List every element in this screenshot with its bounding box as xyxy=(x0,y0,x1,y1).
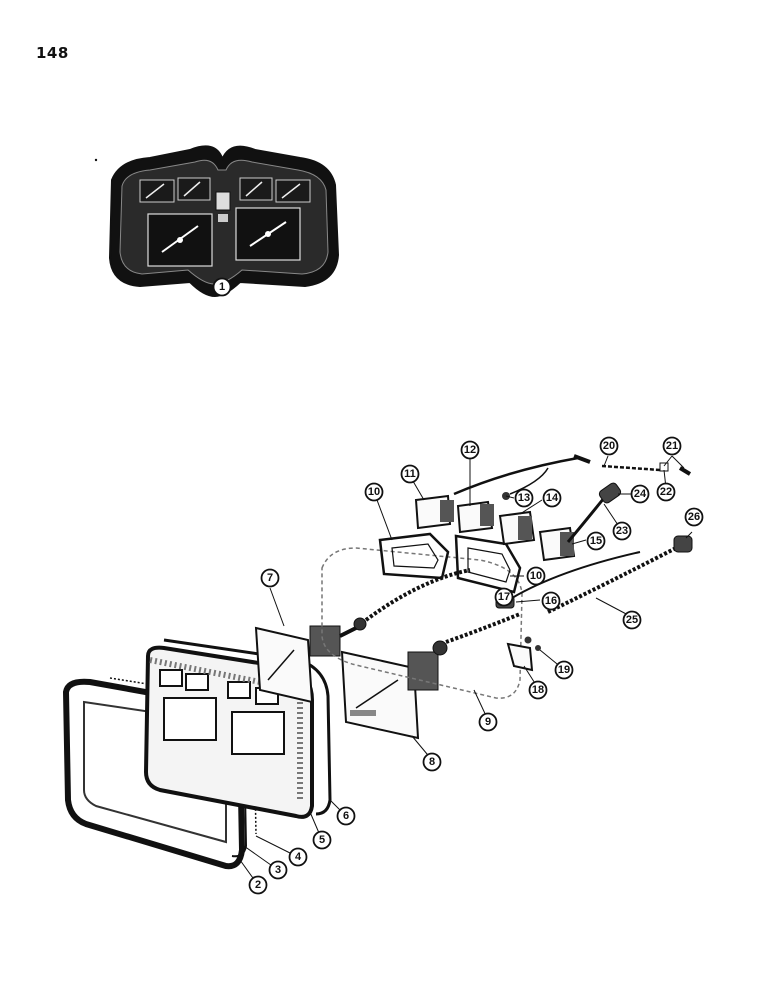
callout-9: 9 xyxy=(478,712,498,732)
callout-24: 24 xyxy=(630,484,650,504)
svg-text:12: 12 xyxy=(464,444,476,456)
gasket-10-left xyxy=(378,532,450,580)
svg-text:9: 9 xyxy=(485,716,491,728)
housing-9 xyxy=(321,547,523,699)
screw-21 xyxy=(678,466,692,476)
svg-text:3: 3 xyxy=(275,864,281,876)
gauge-14 xyxy=(498,510,536,546)
callout-22: 22 xyxy=(656,482,676,502)
wire-20 xyxy=(601,464,661,472)
svg-text:20: 20 xyxy=(603,440,615,452)
callout-10-left: 10 xyxy=(364,482,384,502)
callout-10-right: 10 xyxy=(526,566,546,586)
callout-5: 5 xyxy=(312,830,332,850)
page-number: 148 xyxy=(36,44,69,62)
callout-17: 17 xyxy=(494,587,514,607)
callout-4: 4 xyxy=(288,847,308,867)
callout-13: 13 xyxy=(514,488,534,508)
gauge-7 xyxy=(254,617,367,704)
callout-11: 11 xyxy=(400,464,420,484)
svg-text:11: 11 xyxy=(404,468,416,480)
svg-text:24: 24 xyxy=(634,488,647,500)
gauge-15 xyxy=(538,526,576,562)
gauge-8 xyxy=(340,640,448,740)
connector-24 xyxy=(598,482,622,504)
svg-text:2: 2 xyxy=(255,879,261,891)
svg-text:7: 7 xyxy=(267,572,273,584)
svg-text:8: 8 xyxy=(429,756,435,768)
svg-text:25: 25 xyxy=(626,614,638,626)
svg-text:15: 15 xyxy=(590,535,602,547)
gasket-10-right xyxy=(454,534,522,594)
callout-19: 19 xyxy=(554,660,574,680)
callout-25: 25 xyxy=(622,610,642,630)
svg-text:4: 4 xyxy=(295,851,302,863)
callout-16: 16 xyxy=(541,591,561,611)
svg-text:18: 18 xyxy=(532,684,544,696)
svg-text:10: 10 xyxy=(530,570,542,582)
svg-text:5: 5 xyxy=(319,834,325,846)
callout-7: 7 xyxy=(260,568,280,588)
callout-20: 20 xyxy=(599,436,619,456)
assembled-instrument-cluster xyxy=(108,145,340,298)
cable-25 xyxy=(547,546,677,614)
svg-text:17: 17 xyxy=(498,591,510,603)
wire-12 xyxy=(453,456,579,496)
svg-text:22: 22 xyxy=(660,486,672,498)
gauge-7-cable xyxy=(364,568,471,622)
gauge-11 xyxy=(414,494,454,530)
callout-12: 12 xyxy=(460,440,480,460)
callout-2: 2 xyxy=(248,875,268,895)
callout-15: 15 xyxy=(586,531,606,551)
svg-text:23: 23 xyxy=(616,525,628,537)
svg-text:10: 10 xyxy=(368,486,380,498)
nut-19 xyxy=(524,636,532,644)
callout-8: 8 xyxy=(422,752,442,772)
callout-23: 23 xyxy=(612,521,632,541)
clip-22 xyxy=(659,462,669,472)
callout-14: 14 xyxy=(542,488,562,508)
svg-text:14: 14 xyxy=(546,492,559,504)
gauge-12 xyxy=(456,500,494,534)
svg-text:6: 6 xyxy=(343,810,349,822)
gauge-8-cable xyxy=(445,612,521,644)
bracket-18 xyxy=(506,642,534,672)
svg-text:1: 1 xyxy=(219,281,225,293)
svg-text:13: 13 xyxy=(518,492,530,504)
callout-18: 18 xyxy=(528,680,548,700)
svg-text:26: 26 xyxy=(688,511,700,523)
connector-26 xyxy=(673,535,693,553)
callout-26: 26 xyxy=(684,507,704,527)
svg-text:19: 19 xyxy=(558,664,570,676)
callout-1: 1 xyxy=(212,277,232,297)
callout-3: 3 xyxy=(268,860,288,880)
svg-text:16: 16 xyxy=(545,595,557,607)
callout-6: 6 xyxy=(336,806,356,826)
callout-21: 21 xyxy=(662,436,682,456)
svg-text:21: 21 xyxy=(666,440,678,452)
